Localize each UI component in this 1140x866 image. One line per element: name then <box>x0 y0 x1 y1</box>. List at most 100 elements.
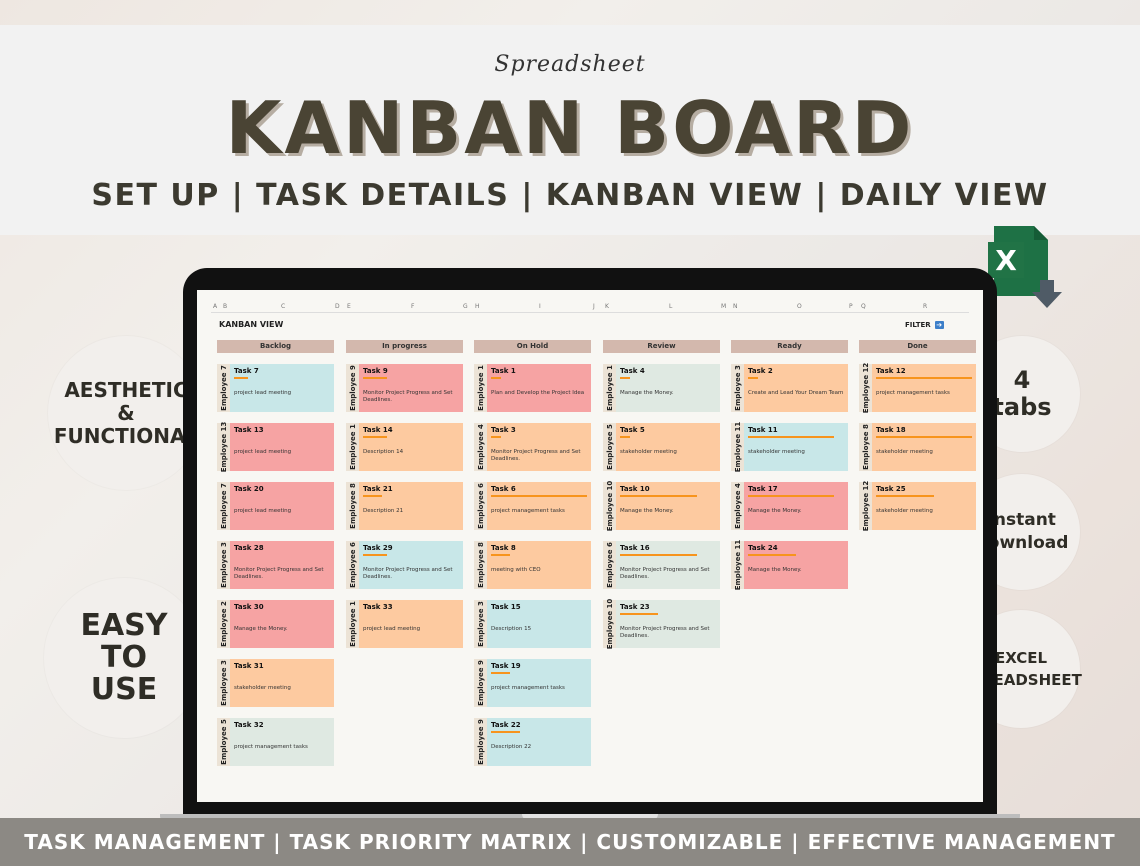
arrow-right-icon: ➔ <box>934 321 944 329</box>
task-description: Monitor Project Progress and Set Deadlin… <box>491 449 581 462</box>
employee-name: Employee 1 <box>476 365 485 411</box>
progress-bar <box>363 613 366 615</box>
task-name: Task 14 <box>363 426 393 434</box>
badge-line: instant <box>988 510 1056 530</box>
progress-bar <box>491 731 520 733</box>
task-description: Monitor Project Progress and Set Deadlin… <box>363 567 453 580</box>
employee-label: Employee 9 <box>474 659 487 707</box>
employee-label: Employee 10 <box>603 481 616 531</box>
column-letter: B <box>223 303 228 310</box>
progress-bar <box>234 672 237 674</box>
task-description: Create and Lead Your Dream Team <box>748 390 844 396</box>
progress-label <box>491 439 587 444</box>
task-description: Monitor Project Progress and Set Deadlin… <box>234 567 324 580</box>
badge-line: FUNCTIONAL <box>53 423 199 448</box>
progress-label <box>363 380 459 385</box>
footer-banner: TASK MANAGEMENT | TASK PRIORITY MATRIX |… <box>0 818 1140 866</box>
column-letter: D <box>335 303 340 310</box>
employee-label: Employee 12 <box>859 363 872 413</box>
task-name: Task 9 <box>363 367 388 375</box>
task-description: Monitor Project Progress and Set Deadlin… <box>620 567 710 580</box>
progress-bar <box>234 731 237 733</box>
employee-name: Employee 6 <box>605 542 614 588</box>
progress-bar <box>491 672 511 674</box>
employee-name: Employee 3 <box>733 365 742 411</box>
progress-bar <box>234 554 237 556</box>
column-header: Review <box>603 340 720 353</box>
task-description: Plan and Develop the Project Idea <box>491 390 585 396</box>
task-name: Task 30 <box>234 603 264 611</box>
progress-label <box>234 498 330 503</box>
progress-bar <box>363 377 387 379</box>
employee-label: Employee 3 <box>731 364 744 412</box>
employee-name: Employee 6 <box>476 483 485 529</box>
task-description: project management tasks <box>491 685 565 691</box>
filter-button[interactable]: FILTER➔ <box>905 321 944 329</box>
task-name: Task 25 <box>876 485 906 493</box>
task-name: Task 7 <box>234 367 259 375</box>
progress-label <box>491 498 587 503</box>
employee-label: Employee 6 <box>346 541 359 589</box>
employee-label: Employee 8 <box>474 541 487 589</box>
progress-label <box>363 616 459 621</box>
task-card[interactable]: Employee 6 Task 29 Monitor Project Progres… <box>346 541 463 589</box>
badge-line: tabs <box>992 393 1052 421</box>
progress-label <box>620 616 716 621</box>
employee-label: Employee 11 <box>731 540 744 590</box>
employee-name: Employee 8 <box>476 542 485 588</box>
task-name: Task 29 <box>363 544 393 552</box>
progress-bar <box>876 377 972 379</box>
progress-label <box>620 380 716 385</box>
employee-label: Employee 5 <box>603 423 616 471</box>
task-description: project lead meeting <box>234 508 292 514</box>
badge-aesthetic-functional: AESTHETIC & FUNCTIONAL <box>48 336 204 490</box>
badge-line: 4 <box>1013 366 1031 394</box>
progress-label <box>620 498 716 503</box>
employee-name: Employee 3 <box>219 660 228 706</box>
employee-name: Employee 7 <box>219 483 228 529</box>
progress-label <box>620 439 716 444</box>
column-letter: G <box>463 303 468 310</box>
